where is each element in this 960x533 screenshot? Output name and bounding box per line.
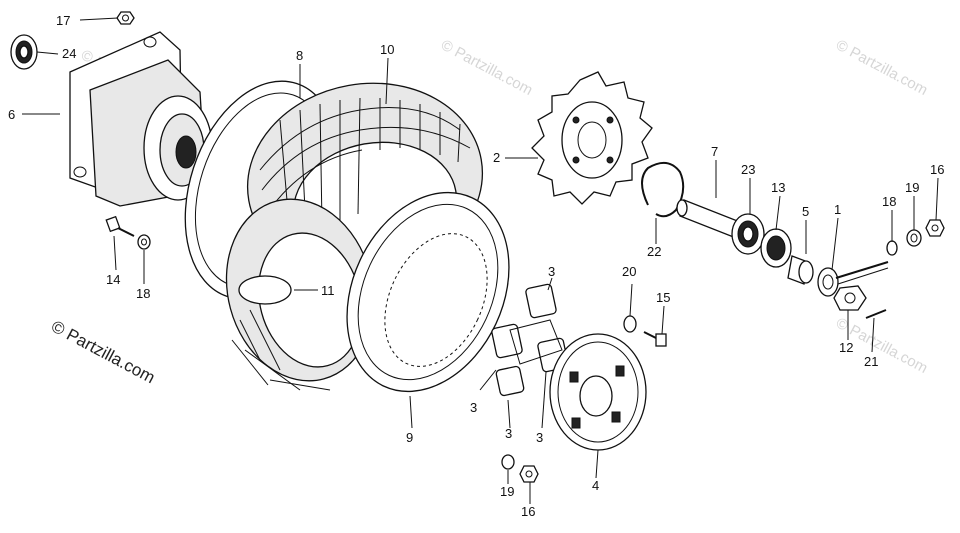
callout-3-left: 3	[470, 400, 477, 415]
bearing-23	[731, 213, 765, 255]
bolt-14	[105, 215, 135, 237]
callout-18-right: 18	[882, 194, 896, 209]
watermark-faint-2: © Partzilla.com	[833, 37, 930, 99]
damper-3	[491, 283, 569, 397]
rim-9	[346, 191, 510, 393]
callout-8: 8	[296, 48, 303, 63]
callout-17: 17	[56, 13, 70, 28]
washer-18-left	[137, 234, 151, 250]
sprocket-2	[531, 71, 653, 205]
circlip-22	[641, 161, 685, 218]
callout-19-right: 19	[905, 180, 919, 195]
watermark-faint-1: © Partzilla.com	[438, 37, 535, 99]
callout-10: 10	[380, 42, 394, 57]
leader-lines	[22, 17, 939, 504]
callout-3-right: 3	[536, 430, 543, 445]
callout-22: 22	[647, 244, 661, 259]
cotter-pin-21	[865, 309, 887, 319]
seal-13	[760, 228, 792, 268]
callout-20: 20	[622, 264, 636, 279]
callout-13: 13	[771, 180, 785, 195]
nut-16-bottom	[519, 465, 539, 483]
callout-12: 12	[839, 340, 853, 355]
callout-3-mid: 3	[505, 426, 512, 441]
callout-5: 5	[802, 204, 809, 219]
callout-labels: 17 24 6 8 10 2 7 23 13 5 1 18 19 16 22 1…	[8, 13, 944, 519]
callout-7: 7	[711, 144, 718, 159]
nut-17	[116, 11, 135, 25]
callout-4: 4	[592, 478, 599, 493]
callout-24: 24	[62, 46, 76, 61]
callout-16-right: 16	[930, 162, 944, 177]
callout-15: 15	[656, 290, 670, 305]
callout-14: 14	[106, 272, 120, 287]
callout-16-bottom: 16	[521, 504, 535, 519]
washer-20	[623, 315, 637, 333]
washer-18-right	[886, 240, 898, 256]
callout-11: 11	[321, 283, 335, 298]
callout-23: 23	[741, 162, 755, 177]
callout-19-bottom: 19	[500, 484, 514, 499]
callout-9: 9	[406, 430, 413, 445]
callout-6: 6	[8, 107, 15, 122]
washer-19-bottom	[501, 454, 515, 470]
castle-nut-12	[833, 285, 867, 311]
axle-1	[817, 261, 889, 297]
callout-18-left: 18	[136, 286, 150, 301]
callout-2: 2	[493, 150, 500, 165]
bolt-15	[643, 331, 667, 347]
nut-16-right	[925, 219, 945, 237]
bearing-24	[10, 34, 38, 70]
callout-1: 1	[834, 202, 841, 217]
callout-21: 21	[864, 354, 878, 369]
drum-4	[549, 333, 647, 451]
collar-5	[787, 255, 814, 285]
washer-19-right	[906, 229, 922, 247]
watermark-partzilla: © Partzilla.com	[48, 317, 158, 388]
callout-3-top: 3	[548, 264, 555, 279]
